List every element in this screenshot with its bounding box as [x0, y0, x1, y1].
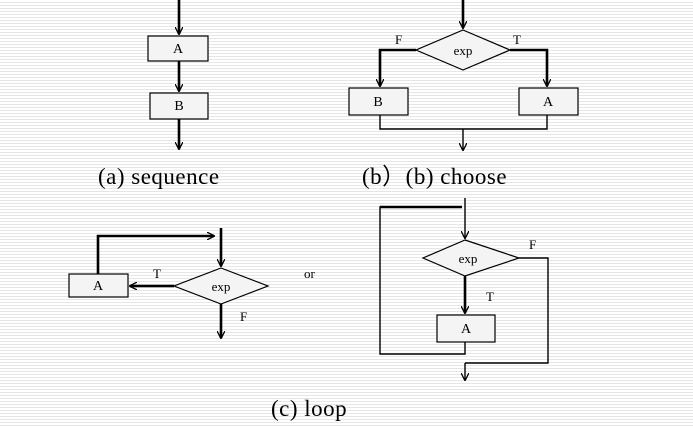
choose-box-a-label: A	[543, 95, 554, 110]
loop-left-diagram: exp T A F	[68, 228, 270, 338]
loop-left-false-label: F	[240, 309, 247, 324]
loop-left-box-a-label: A	[93, 279, 104, 294]
loop-right-box-a-label: A	[461, 322, 472, 337]
choose-true-branch	[510, 48, 547, 86]
choose-merge-line	[379, 115, 548, 130]
loop-right-diagram: exp F T A	[379, 198, 549, 380]
choose-condition-diamond	[414, 29, 512, 71]
sequence-box-b-label: B	[174, 99, 183, 114]
loop-or-label: or	[304, 266, 316, 281]
loop-left-box-a	[68, 273, 129, 298]
choose-caption: (b）(b) choose	[362, 164, 507, 189]
loop-right-condition-label: exp	[459, 251, 478, 266]
loop-left-condition-label: exp	[212, 279, 231, 294]
loop-right-box-a	[436, 314, 496, 343]
choose-box-a	[518, 87, 579, 116]
choose-false-branch	[380, 48, 416, 86]
sequence-diagram: A B (a) sequence	[98, 0, 220, 189]
loop-left-true-label: T	[153, 266, 161, 281]
sequence-caption: (a) sequence	[98, 164, 220, 189]
loop-right-false-branch	[465, 257, 549, 364]
choose-diagram: exp F T B A (b）(b) choose	[348, 0, 579, 189]
loop-right-false-label: F	[529, 237, 536, 252]
choose-true-label: T	[513, 32, 521, 47]
loop-caption: (c) loop	[271, 396, 347, 421]
choose-false-label: F	[395, 32, 402, 47]
choose-box-b	[348, 87, 409, 116]
loop-left-back-edge	[96, 236, 214, 274]
choose-box-b-label: B	[373, 95, 382, 110]
sequence-box-a-label: A	[173, 42, 184, 57]
loop-right-true-label: T	[486, 289, 494, 304]
choose-condition-label: exp	[454, 43, 473, 58]
sequence-box-b	[149, 92, 209, 120]
